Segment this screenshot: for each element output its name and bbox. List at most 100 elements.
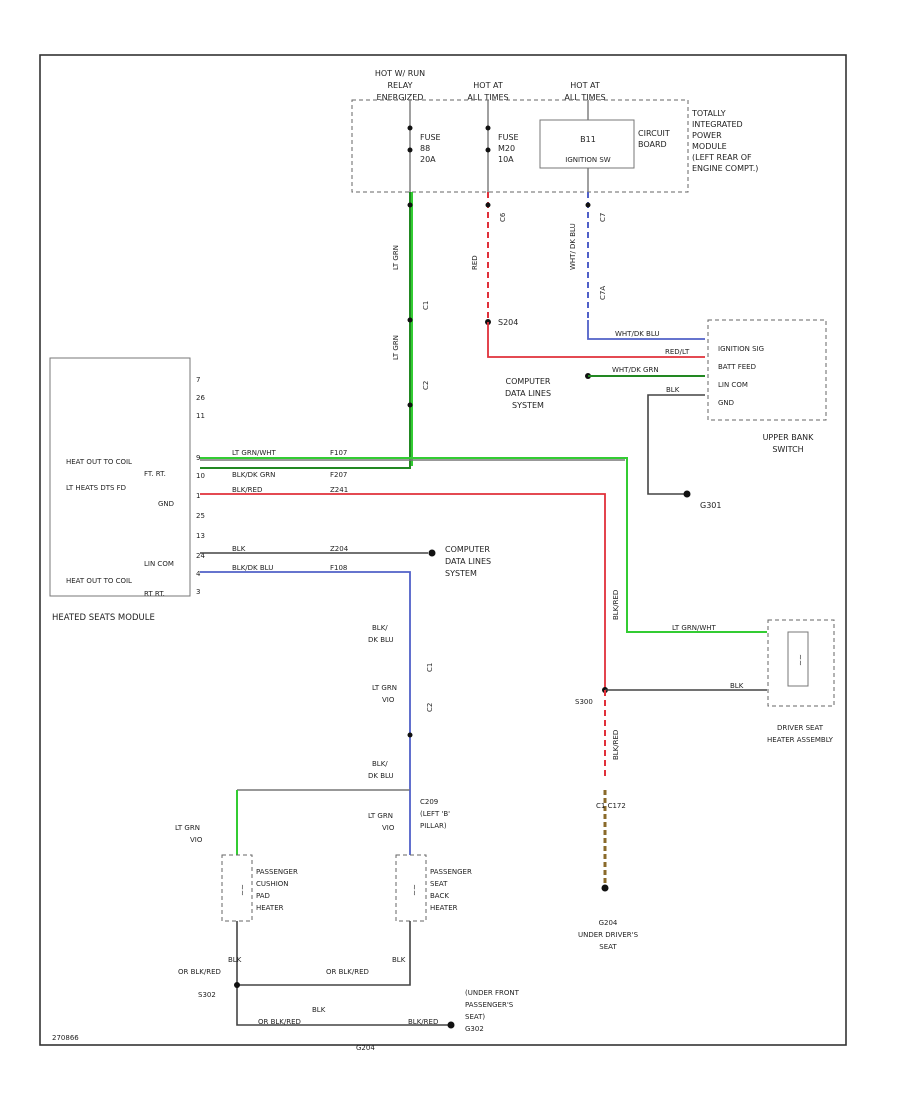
driver-heater-element (787, 631, 809, 687)
wl-blk-r: BLK (730, 682, 744, 690)
pin-11: 3 (196, 588, 200, 596)
under-driver-2: SEAT (599, 943, 617, 951)
wire-red-batt (487, 322, 705, 358)
wl-c-blu: C7 (599, 213, 607, 222)
wire-dot-2 (407, 317, 413, 323)
module-pins: 7 26 11 9 10 1 25 13 24 4 3 (196, 376, 205, 596)
upper-switch-pin1: IGNITION SIG (718, 345, 764, 353)
relay-label-3: ENERGIZED (377, 93, 424, 102)
pin-2: 26 (196, 394, 205, 402)
wl-f108: F108 (330, 564, 347, 572)
passenger-back-1: PASSENGER (430, 868, 472, 876)
wl-lt-grn-pad: LT GRN (175, 824, 200, 832)
wl-wht-dk-blu-h: WHT/DK BLU (615, 330, 660, 338)
relay-label-2: RELAY (388, 81, 413, 90)
wl-s300: S300 (575, 698, 593, 706)
wl-blk-bot: BLK (312, 1006, 326, 1014)
fuse2-label-3: 10A (498, 155, 514, 164)
upper-switch-pin3: LIN COM (718, 381, 748, 389)
splice-s302 (234, 982, 240, 988)
pin-7: 25 (196, 512, 205, 520)
module-heat-out-2b: RT RT. (144, 590, 165, 598)
wl-blk-l: BLK (232, 545, 246, 553)
wire-back-gnd (237, 921, 411, 986)
fuse2-bot-dot (485, 147, 491, 153)
circuit-board-sub: IGNITION SW (565, 156, 611, 164)
fuse2-top-dot (485, 125, 491, 131)
wl-c-r1: C1 (422, 301, 430, 310)
cushion-resistor-icon: ~~ (238, 884, 246, 896)
passenger-cushion-4: HEATER (256, 904, 284, 912)
wl-blk-or-bot2: BLK/RED (408, 1018, 438, 1026)
pin-9: 24 (196, 552, 205, 560)
wl-dk-blu-v: DK BLU (368, 636, 394, 644)
footer-id: 270866 (52, 1034, 79, 1042)
wl-or-blk-red-2: OR BLK/RED (326, 968, 369, 976)
wl-c209: C209 (420, 798, 438, 806)
passenger-back-2: SEAT (430, 880, 448, 888)
wl-c-v2: C2 (426, 703, 434, 712)
passenger-back-heater (395, 854, 427, 922)
wl-blk-dk-blu-v: BLK/ (372, 624, 388, 632)
wl-wht-dk-grn: WHT/DK GRN (612, 366, 659, 374)
circuit-board-id: B11 (580, 135, 596, 144)
wl-c-blu2: C7A (599, 286, 607, 300)
fuse1-bot-dot (407, 147, 413, 153)
pin-6: 1 (196, 492, 200, 500)
wl-blk-or-2: BLK (392, 956, 406, 964)
passenger-cushion-2: CUSHION (256, 880, 289, 888)
module-heat-out-1: HEAT OUT TO COIL (66, 458, 132, 466)
tipm-label-2: INTEGRATED (692, 120, 743, 129)
upper-switch-pin2: BATT FEED (718, 363, 756, 371)
computer-data-1-a: COMPUTER (506, 377, 551, 386)
heated-seats-module (49, 357, 191, 597)
wire-lt-grn-wht (200, 457, 767, 633)
wl-g301: G301 (700, 501, 721, 510)
wl-g302: G302 (465, 1025, 484, 1033)
tipm-outline (351, 99, 689, 193)
wl-or-blk-red-1: OR BLK/RED (178, 968, 221, 976)
wl-blk-or-bot: OR BLK/RED (258, 1018, 301, 1026)
wl-z204: Z204 (330, 545, 349, 553)
wl-lt-grn-b: LT GRN (392, 335, 400, 360)
circuit-board-tag-1: CIRCUIT (638, 129, 670, 138)
wl-blk-grn-h: BLK/DK GRN (232, 471, 275, 479)
wire-dot-5 (585, 202, 591, 208)
computer-data-2-b: DATA LINES (445, 557, 491, 566)
wl-s302: S302 (198, 991, 216, 999)
module-lin-com: LIN COM (144, 560, 174, 568)
wl-c-v1: C1 (426, 663, 434, 672)
back-resistor-icon: ~~ (410, 884, 418, 896)
pin-5: 10 (196, 472, 205, 480)
wire-blu-ign (587, 320, 705, 340)
upper-switch-name2: SWITCH (772, 445, 803, 454)
wl-f107: F107 (330, 449, 347, 457)
wl-blk-or-1: BLK (228, 956, 242, 964)
module-gnd: GND (158, 500, 174, 508)
computer-data-2-a: COMPUTER (445, 545, 490, 554)
fuse2-label-2: M20 (498, 144, 515, 153)
wl-vio-pad: VIO (190, 836, 203, 844)
ground-g204 (601, 884, 609, 892)
wl-red-h: RED/LT (665, 348, 690, 356)
wl-g204: G204 (356, 1044, 375, 1052)
wl-blk-dk-blu-v2: BLK/ (372, 760, 388, 768)
left-b-pillar-2: PILLAR) (420, 822, 447, 830)
driver-heater-2: HEATER ASSEMBLY (767, 736, 834, 744)
hot-all-times-1b: ALL TIMES (467, 93, 508, 102)
passenger-cushion-3: PAD (256, 892, 270, 900)
passenger-back-3: BACK (430, 892, 449, 900)
tipm-label-3: POWER (692, 131, 722, 140)
passenger-cushion-1: PASSENGER (256, 868, 298, 876)
wl-blk-dkblu-l: BLK/DK BLU (232, 564, 273, 572)
driver-seat-heater (767, 619, 835, 707)
tipm-label-5: (LEFT REAR OF (692, 153, 752, 162)
wl-blk-h: BLK (666, 386, 680, 394)
wire-lt-grn-fuse (200, 192, 411, 469)
circuit-board-box (539, 119, 635, 169)
passenger-back-4: HEATER (430, 904, 458, 912)
wl-z241: Z241 (330, 486, 348, 494)
computer-data-1-b: DATA LINES (505, 389, 551, 398)
pin-4: 9 (196, 454, 200, 462)
